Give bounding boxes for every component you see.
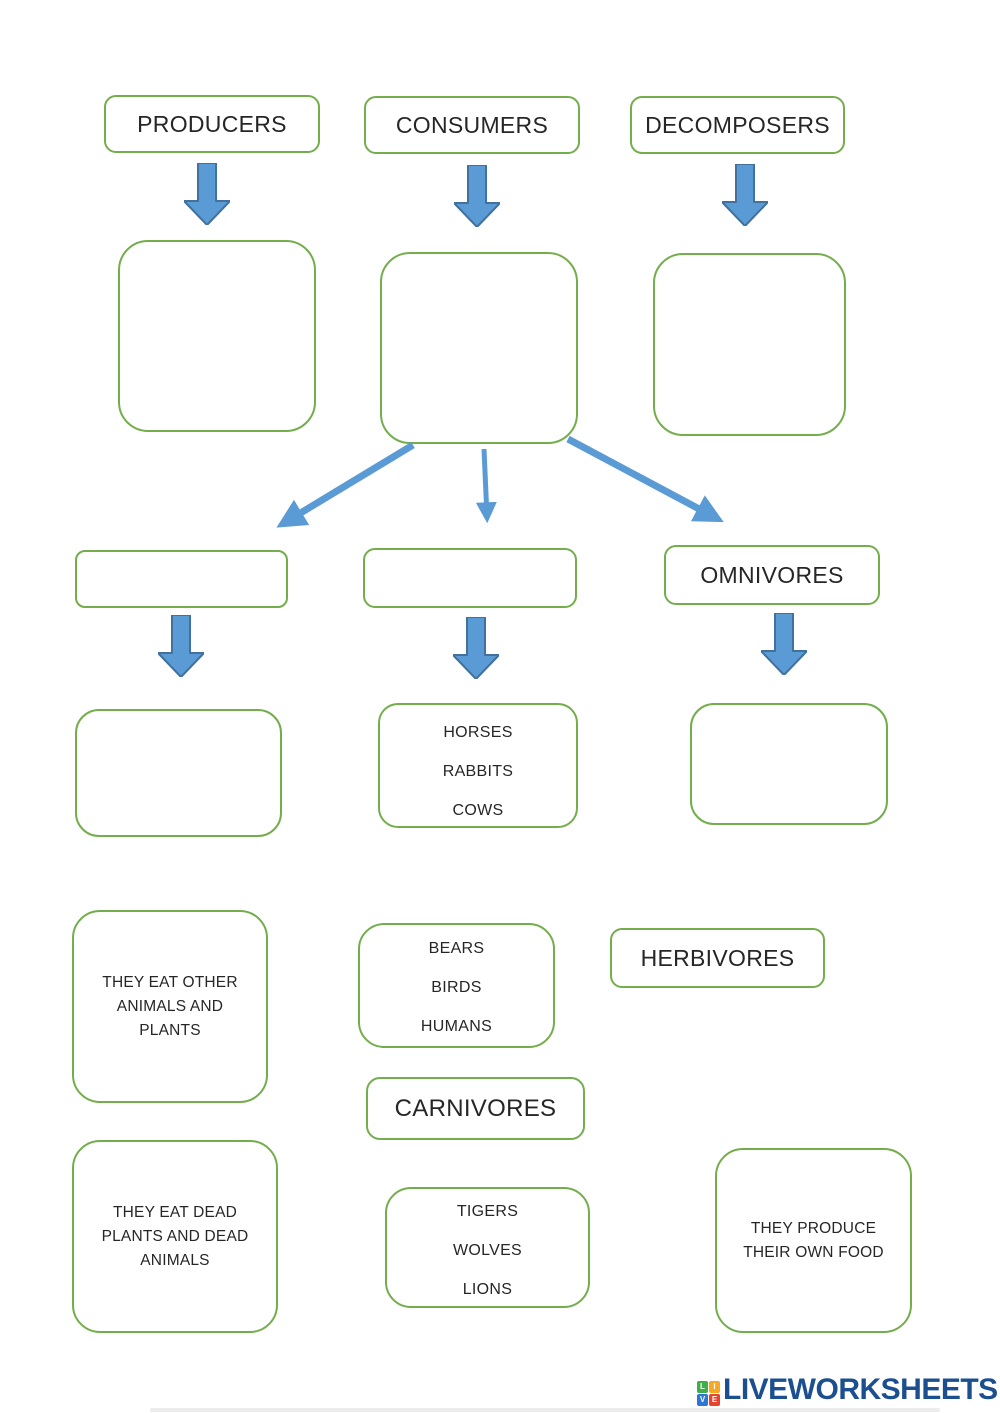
drop-zone-consumers-definition[interactable]: [380, 252, 578, 444]
connector-arrow-left-icon: [276, 442, 415, 528]
desc-line: PLANTS: [139, 1021, 201, 1039]
word-bank-carnivores[interactable]: CARNIVORES: [366, 1077, 585, 1140]
page-edge-artifact: [150, 1408, 940, 1412]
arrow-decomposers-down-icon: [722, 164, 768, 226]
logo-square-v: V: [697, 1393, 708, 1406]
herbivore-examples-box: HORSES RABBITS COWS: [378, 703, 578, 828]
list-item: BEARS: [428, 940, 485, 957]
liveworksheets-logo-text: LIVEWORKSHEETS: [723, 1373, 998, 1406]
label-consumers-text: CONSUMERS: [395, 111, 549, 138]
logo-square-e: E: [709, 1393, 720, 1406]
drop-zone-producers-definition[interactable]: [118, 240, 316, 432]
connector-arrow-right-icon: [566, 435, 724, 523]
label-omnivores: OMNIVORES: [664, 545, 880, 605]
logo-square-i: I: [709, 1380, 720, 1393]
arrow-consumers-down-icon: [454, 165, 500, 227]
consumer-branches-arrows: [276, 435, 724, 528]
label-producers-text: PRODUCERS: [137, 110, 287, 137]
list-item: LIONS: [462, 1281, 513, 1298]
arrow-producers-down-icon: [184, 163, 230, 225]
desc-line: THEY PRODUCE: [750, 1219, 877, 1237]
label-producers: PRODUCERS: [104, 95, 320, 153]
list-item: RABBITS: [442, 763, 514, 780]
label-decomposers-text: DECOMPOSERS: [645, 111, 830, 138]
drop-zone-examples-right[interactable]: [690, 703, 888, 825]
drop-zone-subtype-left[interactable]: [75, 550, 288, 608]
desc-line: THEY EAT OTHER: [102, 973, 238, 991]
connector-arrow-middle-icon: [475, 448, 497, 524]
arrow-subtype-middle-down-icon: [453, 617, 499, 679]
liveworksheets-logo-icon: L I V E: [697, 1380, 720, 1406]
label-omnivores-text: OMNIVORES: [700, 561, 844, 588]
list-item: BIRDS: [431, 979, 482, 996]
list-item: TIGERS: [456, 1203, 519, 1220]
desc-line: PLANTS AND DEAD: [101, 1227, 249, 1245]
arrow-subtype-left-down-icon: [158, 615, 204, 677]
word-bank-produce[interactable]: THEY PRODUCE THEIR OWN FOOD: [715, 1148, 912, 1333]
word-bank-herbivores-text: HERBIVORES: [640, 944, 795, 971]
arrow-omnivores-down-icon: [761, 613, 807, 675]
drop-zone-subtype-middle[interactable]: [363, 548, 577, 608]
list-item: COWS: [452, 802, 504, 819]
word-bank-omnivore-examples[interactable]: BEARS BIRDS HUMANS: [358, 923, 555, 1048]
word-bank-herbivores[interactable]: HERBIVORES: [610, 928, 825, 988]
word-bank-carnivores-text: CARNIVORES: [394, 1094, 557, 1122]
label-consumers: CONSUMERS: [364, 96, 580, 154]
desc-line: THEY EAT DEAD: [112, 1203, 238, 1221]
desc-line: ANIMALS AND: [116, 997, 224, 1015]
drop-zone-decomposers-definition[interactable]: [653, 253, 846, 436]
label-decomposers: DECOMPOSERS: [630, 96, 845, 154]
desc-line: ANIMALS: [140, 1251, 210, 1269]
word-bank-carnivore-examples[interactable]: TIGERS WOLVES LIONS: [385, 1187, 590, 1308]
word-bank-eat-dead[interactable]: THEY EAT DEAD PLANTS AND DEAD ANIMALS: [72, 1140, 278, 1333]
list-item: WOLVES: [452, 1242, 523, 1259]
list-item: HORSES: [443, 724, 513, 741]
drop-zone-examples-left[interactable]: [75, 709, 282, 837]
list-item: HUMANS: [420, 1018, 493, 1035]
desc-line: THEIR OWN FOOD: [743, 1243, 884, 1261]
logo-square-l: L: [697, 1380, 708, 1393]
word-bank-eat-other[interactable]: THEY EAT OTHER ANIMALS AND PLANTS: [72, 910, 268, 1103]
liveworksheets-logo: L I V E LIVEWORKSHEETS: [697, 1370, 998, 1410]
